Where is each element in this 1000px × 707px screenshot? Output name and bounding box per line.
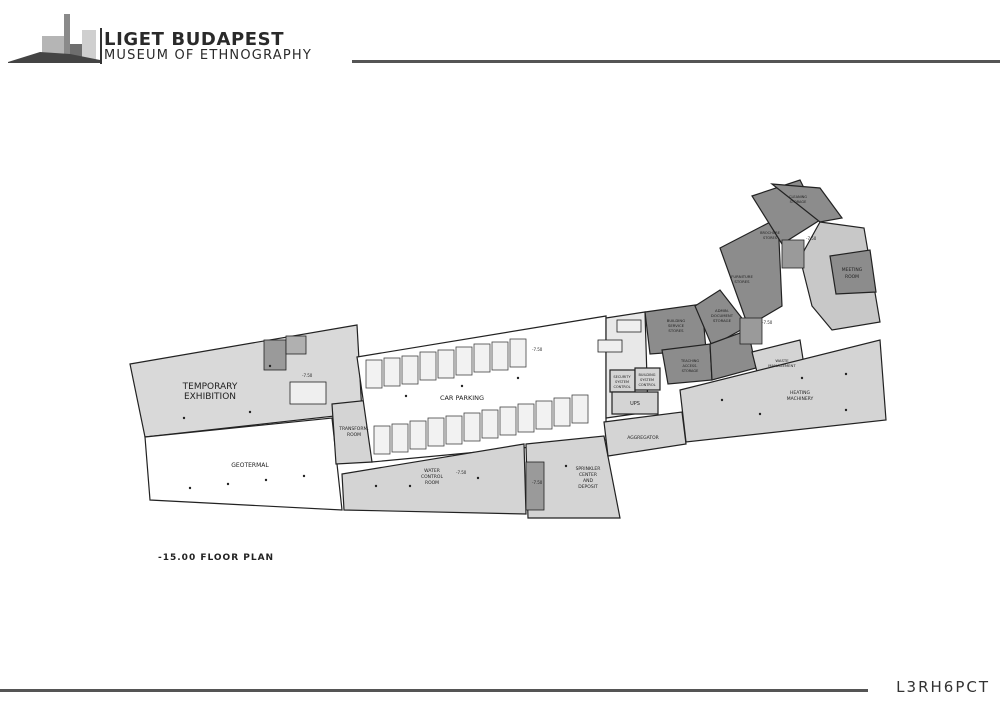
cores	[263, 239, 805, 511]
zone-heating-machinery	[679, 339, 887, 443]
institution-subtitle: MUSEUM OF ETHNOGRAPHY	[104, 48, 313, 63]
level-marker: -7.50	[532, 480, 543, 485]
label-transform-room: TRANSFORM.ROOM	[338, 426, 369, 438]
label-geotermal: GEOTERMAL	[231, 462, 269, 469]
level-marker: -7.50	[456, 470, 467, 475]
sheet-code: L3RH6PCT	[896, 678, 990, 696]
header-rule	[352, 60, 1000, 63]
footer-rule	[0, 689, 868, 692]
zone-cleaning-storage	[770, 183, 844, 223]
zone-ups	[611, 391, 659, 415]
zone-furniture-stores	[719, 217, 783, 327]
zone-water-control	[341, 443, 527, 515]
structural-columns	[182, 364, 848, 490]
zone-aggregator	[603, 411, 687, 457]
label-car-parking: CAR PARKING	[440, 394, 484, 402]
floor-plan-caption: -15.00 FLOOR PLAN	[158, 553, 275, 563]
zone-meeting-room	[829, 249, 877, 295]
level-marker: -7.50	[532, 347, 543, 352]
level-marker: -7.50	[762, 320, 773, 325]
liget-logo	[8, 14, 102, 64]
level-marker: -7.50	[806, 236, 817, 241]
sheet-header: LIGET BUDAPEST MUSEUM OF ETHNOGRAPHY	[0, 0, 1000, 75]
zone-building-system-control	[634, 367, 661, 391]
institution-title: LIGET BUDAPEST	[104, 29, 285, 50]
parking-bays	[365, 338, 589, 455]
label-ups: UPS	[630, 401, 640, 407]
label-aggregator: AGGREGATOR	[627, 435, 659, 441]
zone-geotermal	[144, 417, 343, 511]
level-marker: -7.50	[302, 373, 313, 378]
